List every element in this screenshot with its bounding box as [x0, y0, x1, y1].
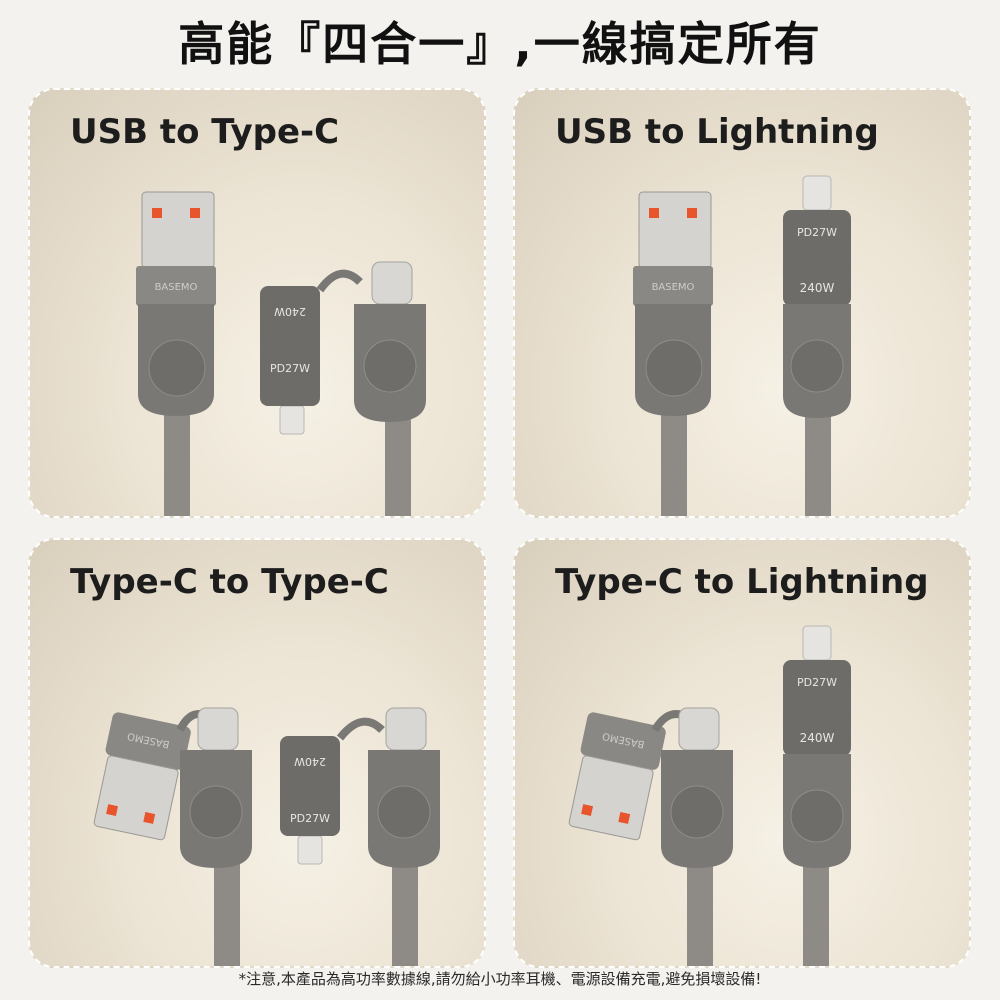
power-label-pd27w: PD27W: [797, 226, 837, 239]
tether-strap: [336, 717, 385, 741]
power-label-pd27w: PD27W: [797, 676, 837, 689]
usb-a-connector: BASEMO: [136, 191, 216, 416]
brand-mark: BASEMO: [652, 282, 695, 293]
usb-a-connector: BASEMO: [633, 191, 713, 416]
type-c-connector: [354, 261, 426, 422]
lightning-adapter: 240W PD27W: [260, 286, 320, 435]
braided-cable: [385, 410, 411, 516]
braided-cable: [164, 410, 190, 516]
braided-cable: [214, 860, 240, 966]
cable-illustration: BASEMO 240W PD27W: [136, 191, 426, 516]
braided-cable: [661, 410, 687, 516]
panel-title: Type-C to Lightning: [555, 562, 929, 602]
type-c-connector: [180, 707, 252, 868]
type-c-connector: [368, 707, 440, 868]
usb-a-adapter: BASEMO: [568, 712, 666, 841]
headline: 高能『四合一』,一線搞定所有: [178, 17, 822, 71]
panel-title: Type-C to Type-C: [70, 562, 389, 602]
lightning-adapter: 240W PD27W: [280, 736, 340, 865]
power-label-pd27w: PD27W: [290, 812, 330, 825]
lightning-connector: PD27W 240W: [783, 175, 851, 418]
power-label-240w: 240W: [800, 281, 835, 295]
power-label-pd27w: PD27W: [270, 362, 310, 375]
tether-strap: [316, 269, 363, 293]
braided-cable: [803, 860, 829, 966]
power-label-240w: 240W: [294, 755, 326, 768]
braided-cable: [392, 860, 418, 966]
panel-usb-to-type-c: USB to Type-C BASEMO 240W PD27W: [28, 88, 486, 518]
cable-illustration: BASEMO PD27W 240W: [568, 625, 851, 966]
braided-cable: [805, 410, 831, 516]
cable-illustration: BASEMO 240W PD27W: [93, 707, 440, 966]
panel-type-c-to-lightning: Type-C to Lightning BASEMO PD27W 240W: [513, 538, 971, 968]
power-label-240w: 240W: [274, 305, 306, 318]
type-c-connector: [661, 707, 733, 868]
power-label-240w: 240W: [800, 731, 835, 745]
cable-illustration: BASEMO PD27W 240W: [633, 175, 851, 516]
panel-title: USB to Lightning: [555, 112, 879, 152]
brand-mark: BASEMO: [155, 282, 198, 293]
braided-cable: [687, 860, 713, 966]
usb-a-adapter: BASEMO: [93, 712, 191, 841]
warning-footnote: *注意,本產品為高功率數據線,請勿給小功率耳機、電源設備充電,避免損壞設備!: [238, 970, 762, 988]
panel-type-c-to-type-c: Type-C to Type-C BASEMO 240W PD27W: [28, 538, 486, 968]
panel-title: USB to Type-C: [70, 112, 340, 152]
panel-usb-to-lightning: USB to Lightning BASEMO PD27W 240W: [513, 88, 971, 518]
lightning-connector: PD27W 240W: [783, 625, 851, 868]
